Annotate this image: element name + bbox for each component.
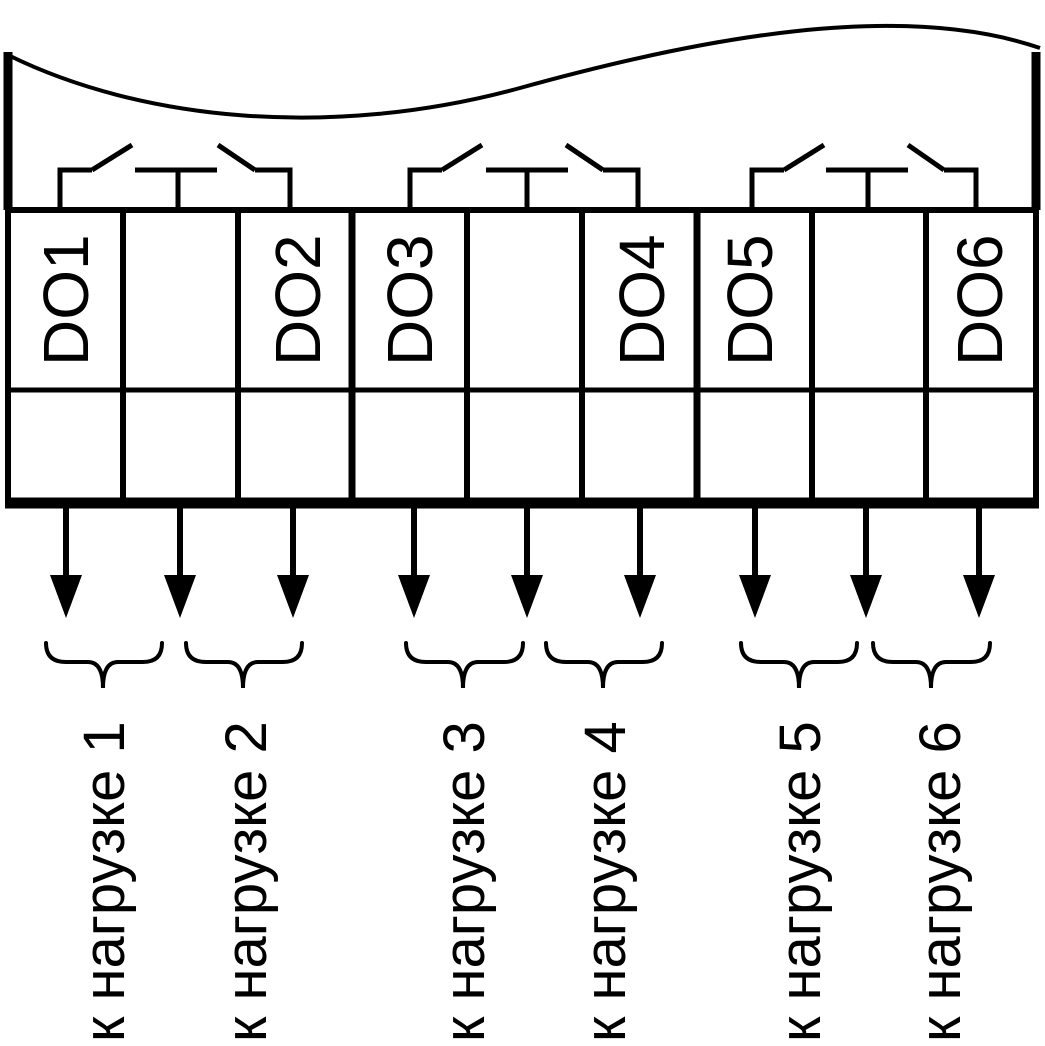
output-arrow: [398, 508, 430, 618]
housing-wavy-edge: [7, 23, 1041, 120]
output-arrow: [739, 508, 771, 618]
device-housing: [3, 23, 1041, 210]
contact-blade-do5: [782, 142, 826, 173]
contact-lead-do3: [407, 167, 442, 210]
contact-blade-do4: [564, 142, 605, 173]
output-arrow: [624, 508, 656, 618]
terminal-label-do2: DO2: [262, 234, 334, 366]
load-labels: к нагрузке 1 к нагрузке 2 к нагрузке 3 к…: [72, 721, 973, 1042]
output-arrow: [277, 508, 309, 618]
terminal-labels: DO1 DO2 DO3 DO4 DO5 DO6: [30, 234, 1016, 366]
relay-contacts: [57, 142, 979, 210]
terminal-label-do5: DO5: [714, 234, 786, 366]
load-label-4: к нагрузке 4: [573, 721, 638, 1042]
contact-lead-do1: [57, 167, 92, 210]
terminal-dividers: [120, 210, 929, 503]
load-brace-5: [739, 641, 859, 689]
terminal-label-do1: DO1: [30, 234, 102, 366]
load-label-5: к нагрузке 5: [768, 721, 833, 1042]
contact-lead-do5: [749, 167, 784, 210]
load-label-3: к нагрузке 3: [432, 721, 497, 1042]
relay-contact-group-3: [749, 142, 979, 210]
load-brace-3: [404, 641, 525, 689]
load-label-2: к нагрузке 2: [214, 721, 279, 1042]
output-arrows: [50, 508, 995, 618]
load-brace-2: [184, 641, 304, 689]
relay-contact-group-1: [57, 142, 293, 210]
contact-blade-do3: [440, 142, 484, 173]
relay-contact-group-2: [407, 142, 641, 210]
load-brace-4: [544, 641, 664, 689]
contact-blade-do6: [906, 142, 946, 173]
terminal-label-do3: DO3: [374, 234, 446, 366]
terminal-label-do4: DO4: [606, 234, 678, 366]
load-label-6: к нагрузке 6: [908, 721, 973, 1042]
output-arrow: [963, 508, 995, 618]
load-brace-1: [44, 641, 164, 689]
output-arrow: [850, 508, 882, 618]
contact-blade-do2: [216, 142, 257, 173]
terminal-block-frame: [5, 207, 1039, 506]
contact-lead-do2: [255, 167, 293, 210]
terminal-label-do6: DO6: [944, 234, 1016, 366]
output-arrow: [50, 508, 82, 618]
load-brace-6: [871, 641, 992, 689]
contact-lead-do6: [944, 167, 979, 210]
contact-blade-do1: [90, 142, 134, 173]
terminal-block: DO1 DO2 DO3 DO4 DO5 DO6: [5, 207, 1039, 509]
contact-lead-do4: [603, 167, 641, 210]
output-arrow: [511, 508, 543, 618]
output-arrow: [164, 508, 196, 618]
load-braces: [44, 641, 992, 689]
load-label-1: к нагрузке 1: [72, 721, 137, 1042]
